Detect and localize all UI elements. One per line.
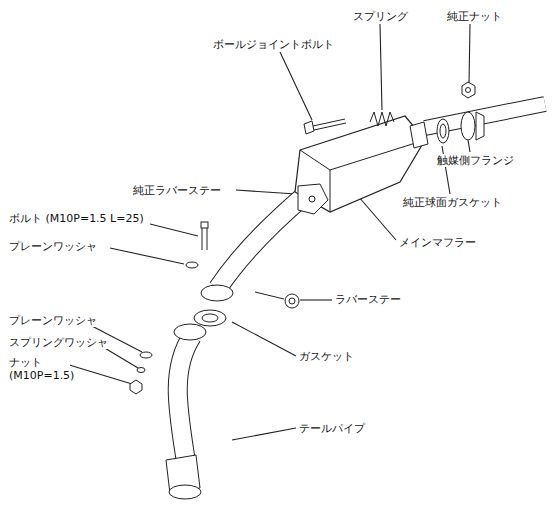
leader-lines [66, 24, 470, 440]
part-label: 純正ナット [446, 10, 503, 23]
part-label: 触媒側フランジ [436, 154, 515, 167]
part-label: 純正球面ガスケット [402, 196, 503, 209]
part-label: プレーンワッシャ [8, 314, 98, 327]
part-label: ナット (M10P=1.5) [8, 356, 70, 382]
part-label: スプリング [352, 10, 409, 23]
part-label: プレーンワッシャ [8, 240, 98, 253]
part-label: メインマフラー [398, 236, 477, 249]
part-label: テールパイプ [298, 422, 366, 435]
part-label: ボルト (M10P=1.5 L=25) [8, 212, 145, 225]
part-label: 純正ラバーステー [132, 184, 222, 197]
part-label: スプリングワッシャ [8, 336, 109, 349]
part-label: ボールジョイントボルト [212, 38, 335, 51]
part-label: ガスケット [298, 350, 355, 363]
part-label: ラバーステー [334, 293, 402, 306]
